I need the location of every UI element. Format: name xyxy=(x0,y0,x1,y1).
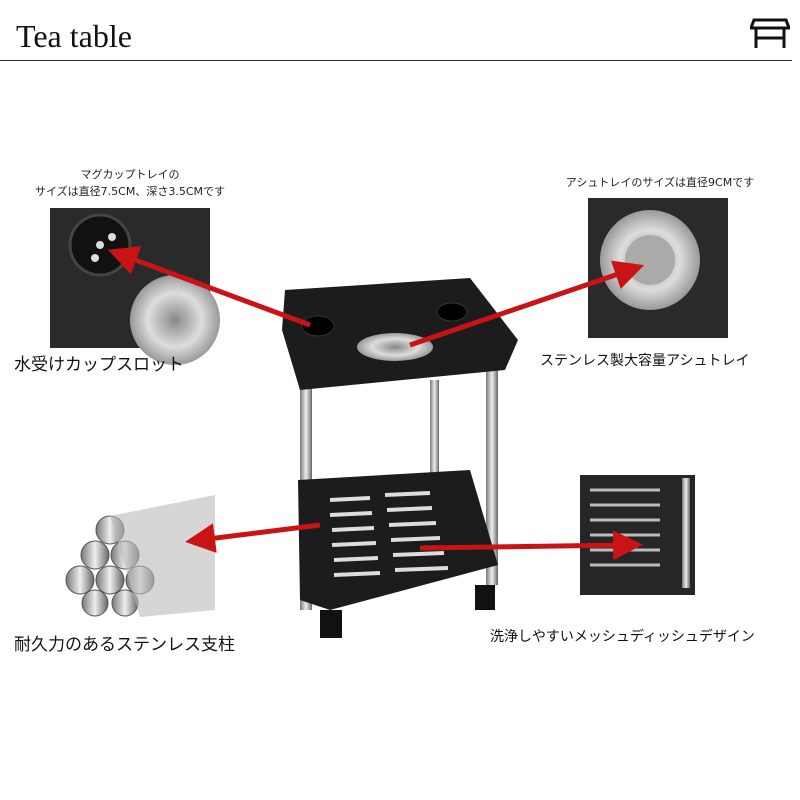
cup-slot-inset xyxy=(50,208,220,365)
tea-table-product xyxy=(282,278,518,638)
table-icon xyxy=(750,18,790,48)
arrow-ashtray xyxy=(409,260,645,348)
ashtray-caption: アシュトレイのサイズは直径9CMです xyxy=(565,176,755,189)
mesh-label: 洗浄しやすいメッシュディッシュデザイン xyxy=(490,629,755,645)
pillar-label: 耐久力のあるステンレス支柱 xyxy=(14,635,235,655)
mesh-inset xyxy=(580,475,695,595)
callout-arrows xyxy=(107,246,645,561)
header-divider xyxy=(0,60,792,61)
ashtray-label: ステンレス製大容量アシュトレイ xyxy=(540,353,750,369)
page-title: Tea table xyxy=(16,18,132,54)
arrow-cup-slot xyxy=(107,246,311,328)
cup-caption-line2: サイズは直径7.5CM、深さ3.5CMです xyxy=(35,185,225,198)
arrow-pillar xyxy=(185,522,321,554)
cup-caption-line1: マグカップトレイの xyxy=(80,168,180,181)
ashtray-inset xyxy=(588,198,728,338)
cup-slot-label: 水受けカップスロット xyxy=(14,355,184,375)
steel-pipes-inset xyxy=(65,495,215,617)
arrow-mesh xyxy=(419,530,643,561)
cup-tray-caption: マグカップトレイの サイズは直径7.5CM、深さ3.5CMです xyxy=(10,166,250,200)
